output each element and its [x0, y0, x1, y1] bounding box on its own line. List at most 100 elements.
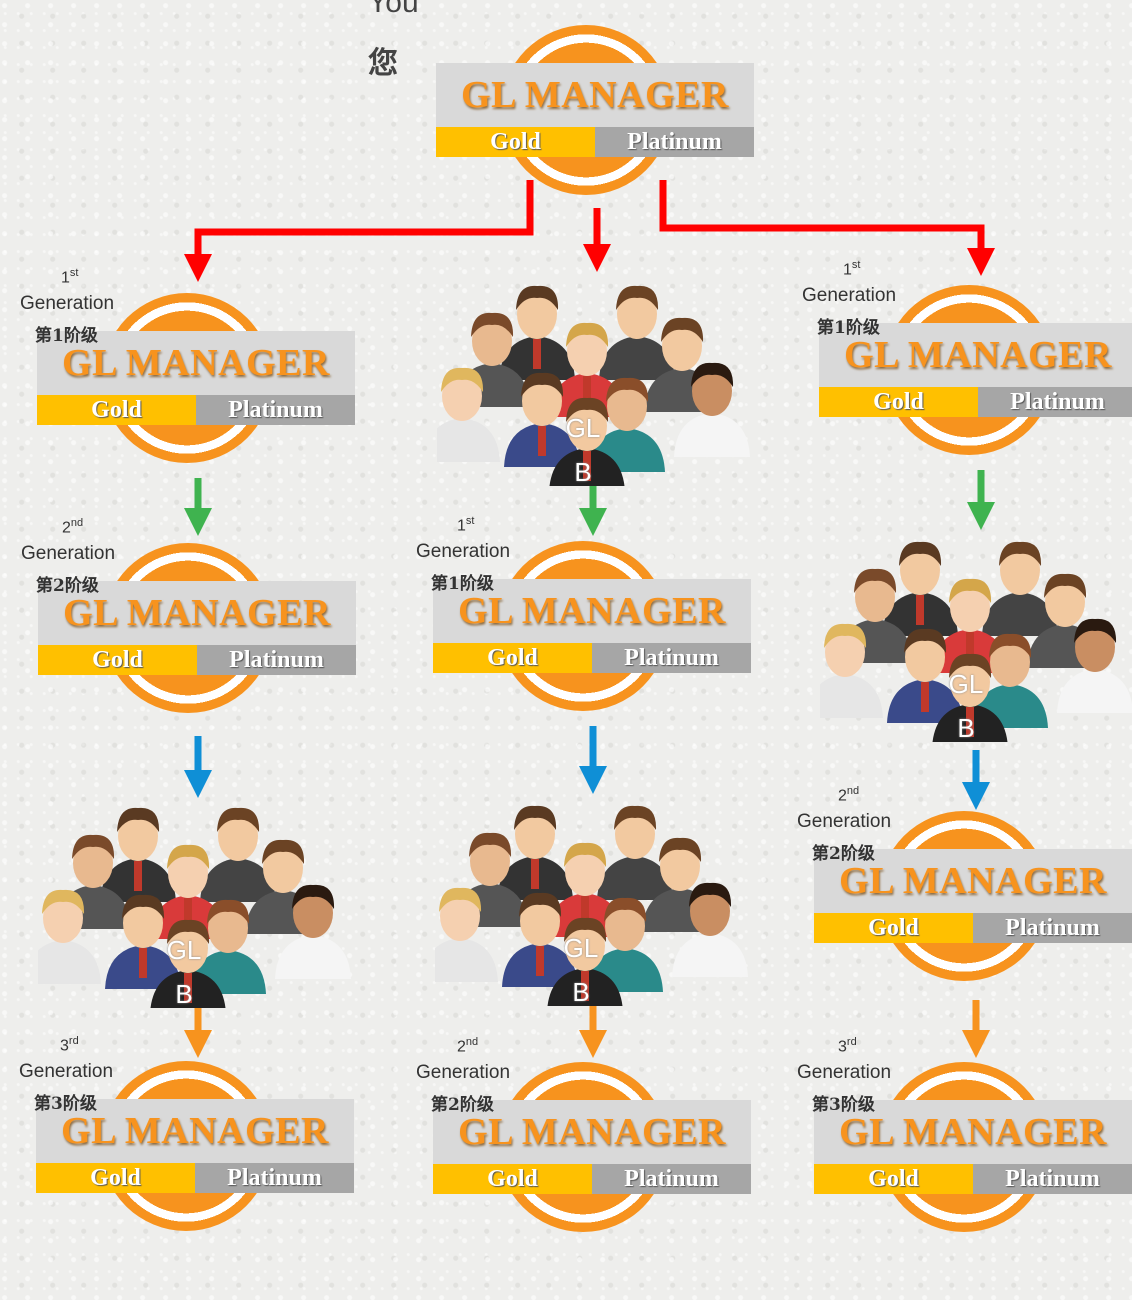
person-figure: [820, 623, 883, 718]
generation-number: 3rd: [60, 1035, 79, 1055]
person-figure: [597, 805, 673, 900]
generation-number: 1st: [457, 515, 475, 535]
generation-zh: 第2阶级: [812, 844, 875, 864]
gold-plan: Gold: [814, 1164, 973, 1194]
generation-zh: 第3阶级: [812, 1095, 875, 1115]
person-figure: [150, 919, 226, 1008]
person-figure: [437, 367, 500, 462]
generation-word: Generation: [20, 293, 115, 314]
person-figure: [499, 285, 575, 380]
team-crowd-illustration: [435, 805, 748, 1006]
card-title: GL MANAGER: [814, 849, 1132, 913]
platinum-plan: Platinum: [978, 387, 1132, 417]
crowd-label: GL B: [948, 669, 984, 743]
person-figure: [504, 372, 580, 467]
generation-zh: 第1阶级: [431, 574, 494, 594]
generation-zh: 第2阶级: [431, 1095, 494, 1115]
you-label-zh: 您: [368, 46, 398, 81]
gold-plan: Gold: [436, 127, 595, 157]
team-crowd-illustration: [820, 541, 1132, 742]
person-figure: [549, 397, 625, 486]
crowd-left: GL B: [38, 788, 358, 1009]
generation-number: 1st: [61, 267, 79, 287]
generation-zh: 第2阶级: [36, 576, 99, 596]
generation-word: Generation: [21, 543, 116, 564]
generation-word: Generation: [797, 1062, 892, 1083]
generation-number: 1st: [843, 259, 861, 279]
person-figure: [435, 887, 498, 982]
card-title: GL MANAGER: [433, 1100, 751, 1164]
generation-number: 2nd: [62, 517, 84, 537]
card-title: GL MANAGER: [433, 579, 751, 643]
person-figure: [882, 541, 958, 636]
person-figure: [275, 884, 351, 979]
gold-plan: Gold: [814, 913, 973, 943]
platinum-plan: Platinum: [592, 1164, 751, 1194]
person-figure: [672, 882, 748, 977]
person-figure: [200, 807, 276, 902]
generation-number: 2nd: [838, 785, 860, 805]
team-crowd-illustration: [437, 285, 750, 486]
arrow-connectors: [184, 180, 995, 1058]
generation-zh: 第1阶级: [35, 326, 98, 346]
crowd-center-bottom: GL B: [435, 786, 755, 1007]
person-figure: [547, 917, 623, 1006]
gold-plan: Gold: [38, 645, 197, 675]
person-figure: [497, 805, 573, 900]
crowd-right: GL B: [820, 522, 1132, 743]
red-arrow-left: [184, 180, 534, 282]
generation-number: 2nd: [457, 1036, 479, 1056]
person-figure: [599, 285, 675, 380]
person-figure: [887, 628, 963, 723]
platinum-plan: Platinum: [973, 1164, 1132, 1194]
card-title: GL MANAGER: [814, 1100, 1132, 1164]
generation-number: 3rd: [838, 1036, 857, 1056]
card-title: GL MANAGER: [436, 63, 754, 127]
platinum-plan: Platinum: [195, 1163, 354, 1193]
platinum-plan: Platinum: [197, 645, 356, 675]
person-figure: [932, 578, 1008, 673]
person-figure: [1057, 618, 1132, 713]
person-figure: [547, 842, 623, 937]
crowd-label: GL B: [166, 935, 202, 1009]
generation-word: Generation: [416, 541, 511, 562]
gold-plan: Gold: [819, 387, 978, 417]
team-crowd-illustration: [38, 807, 351, 1008]
red-arrow-right: [659, 180, 995, 276]
crowd-center-top: GL B: [437, 266, 757, 487]
gold-plan: Gold: [433, 643, 592, 673]
card-title: GL MANAGER: [36, 1099, 354, 1163]
crowd-label: GL B: [565, 413, 601, 487]
generation-word: Generation: [797, 811, 892, 832]
card-title: GL MANAGER: [819, 323, 1132, 387]
person-figure: [549, 322, 625, 417]
crowd-label: GL B: [563, 933, 599, 1007]
gold-plan: Gold: [37, 395, 196, 425]
person-figure: [982, 541, 1058, 636]
platinum-plan: Platinum: [592, 643, 751, 673]
platinum-plan: Platinum: [196, 395, 355, 425]
platinum-plan: Platinum: [973, 913, 1132, 943]
person-figure: [932, 653, 1008, 742]
platinum-plan: Platinum: [595, 127, 754, 157]
person-figure: [150, 844, 226, 939]
gold-plan: Gold: [36, 1163, 195, 1193]
